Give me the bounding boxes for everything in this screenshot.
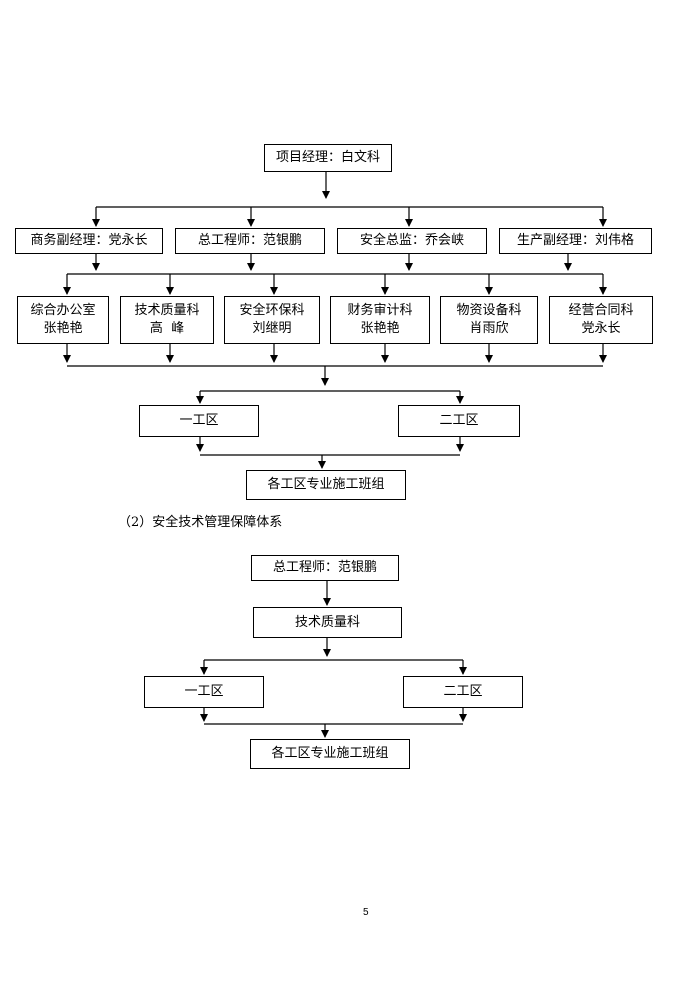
dept-box-general-office: 综合办公室 张艳艳 — [17, 296, 109, 344]
deputy-label: 总工程师：范银鹏 — [197, 233, 302, 248]
deputy-label: 安全总监：乔会峡 — [359, 233, 464, 248]
zone-label: 一工区 — [179, 413, 219, 428]
project-manager-label: 项目经理：白文科 — [275, 150, 380, 165]
tech-quality-box: 技术质量科 — [253, 607, 402, 638]
zone-box-1: 一工区 — [139, 405, 259, 437]
dept-name: 财务审计科 — [347, 303, 413, 318]
zone-box-2: 二工区 — [398, 405, 520, 437]
dept-box-safety-env: 安全环保科 刘继明 — [224, 296, 320, 344]
teams-box-safety: 各工区专业施工班组 — [250, 739, 410, 769]
deputy-label: 生产副经理：刘伟格 — [516, 233, 634, 248]
tech-quality-label: 技术质量科 — [294, 614, 360, 630]
dept-person: 张艳艳 — [43, 321, 83, 336]
dept-box-tech-quality: 技术质量科 高 峰 — [120, 296, 214, 344]
dept-box-finance-audit: 财务审计科 张艳艳 — [330, 296, 430, 344]
dept-person: 刘继明 — [252, 321, 292, 336]
deputy-box-business: 商务副经理：党永长 — [15, 228, 163, 254]
dept-name: 经营合同科 — [568, 303, 634, 318]
zone-label: 二工区 — [443, 684, 483, 699]
section-caption: （2）安全技术管理保障体系 — [118, 515, 283, 530]
project-manager-box: 项目经理：白文科 — [264, 144, 392, 172]
zone-box-1-safety: 一工区 — [144, 676, 264, 708]
deputy-label: 商务副经理：党永长 — [30, 233, 148, 248]
zone-label: 二工区 — [439, 413, 479, 428]
page-number: 5 — [363, 907, 369, 918]
dept-name: 物资设备科 — [456, 303, 522, 318]
teams-label: 各工区专业施工班组 — [271, 746, 389, 761]
teams-box: 各工区专业施工班组 — [246, 470, 406, 500]
chief-engineer-label: 总工程师：范银鹏 — [272, 560, 377, 575]
dept-name: 安全环保科 — [239, 303, 305, 318]
dept-person: 张艳艳 — [360, 321, 400, 336]
dept-box-materials: 物资设备科 肖雨欣 — [440, 296, 538, 344]
zone-box-2-safety: 二工区 — [403, 676, 523, 708]
zone-label: 一工区 — [184, 684, 224, 699]
dept-person: 肖雨欣 — [469, 321, 509, 336]
deputy-box-chief-engineer: 总工程师：范银鹏 — [175, 228, 325, 254]
dept-person: 高 峰 — [149, 321, 185, 336]
deputy-box-safety-director: 安全总监：乔会峡 — [337, 228, 487, 254]
teams-label: 各工区专业施工班组 — [267, 477, 385, 492]
dept-name: 技术质量科 — [134, 303, 200, 318]
chief-engineer-box: 总工程师：范银鹏 — [251, 555, 399, 581]
deputy-box-production: 生产副经理：刘伟格 — [499, 228, 652, 254]
dept-person: 党永长 — [581, 321, 621, 336]
dept-name: 综合办公室 — [30, 303, 96, 318]
dept-box-contracts: 经营合同科 党永长 — [549, 296, 653, 344]
